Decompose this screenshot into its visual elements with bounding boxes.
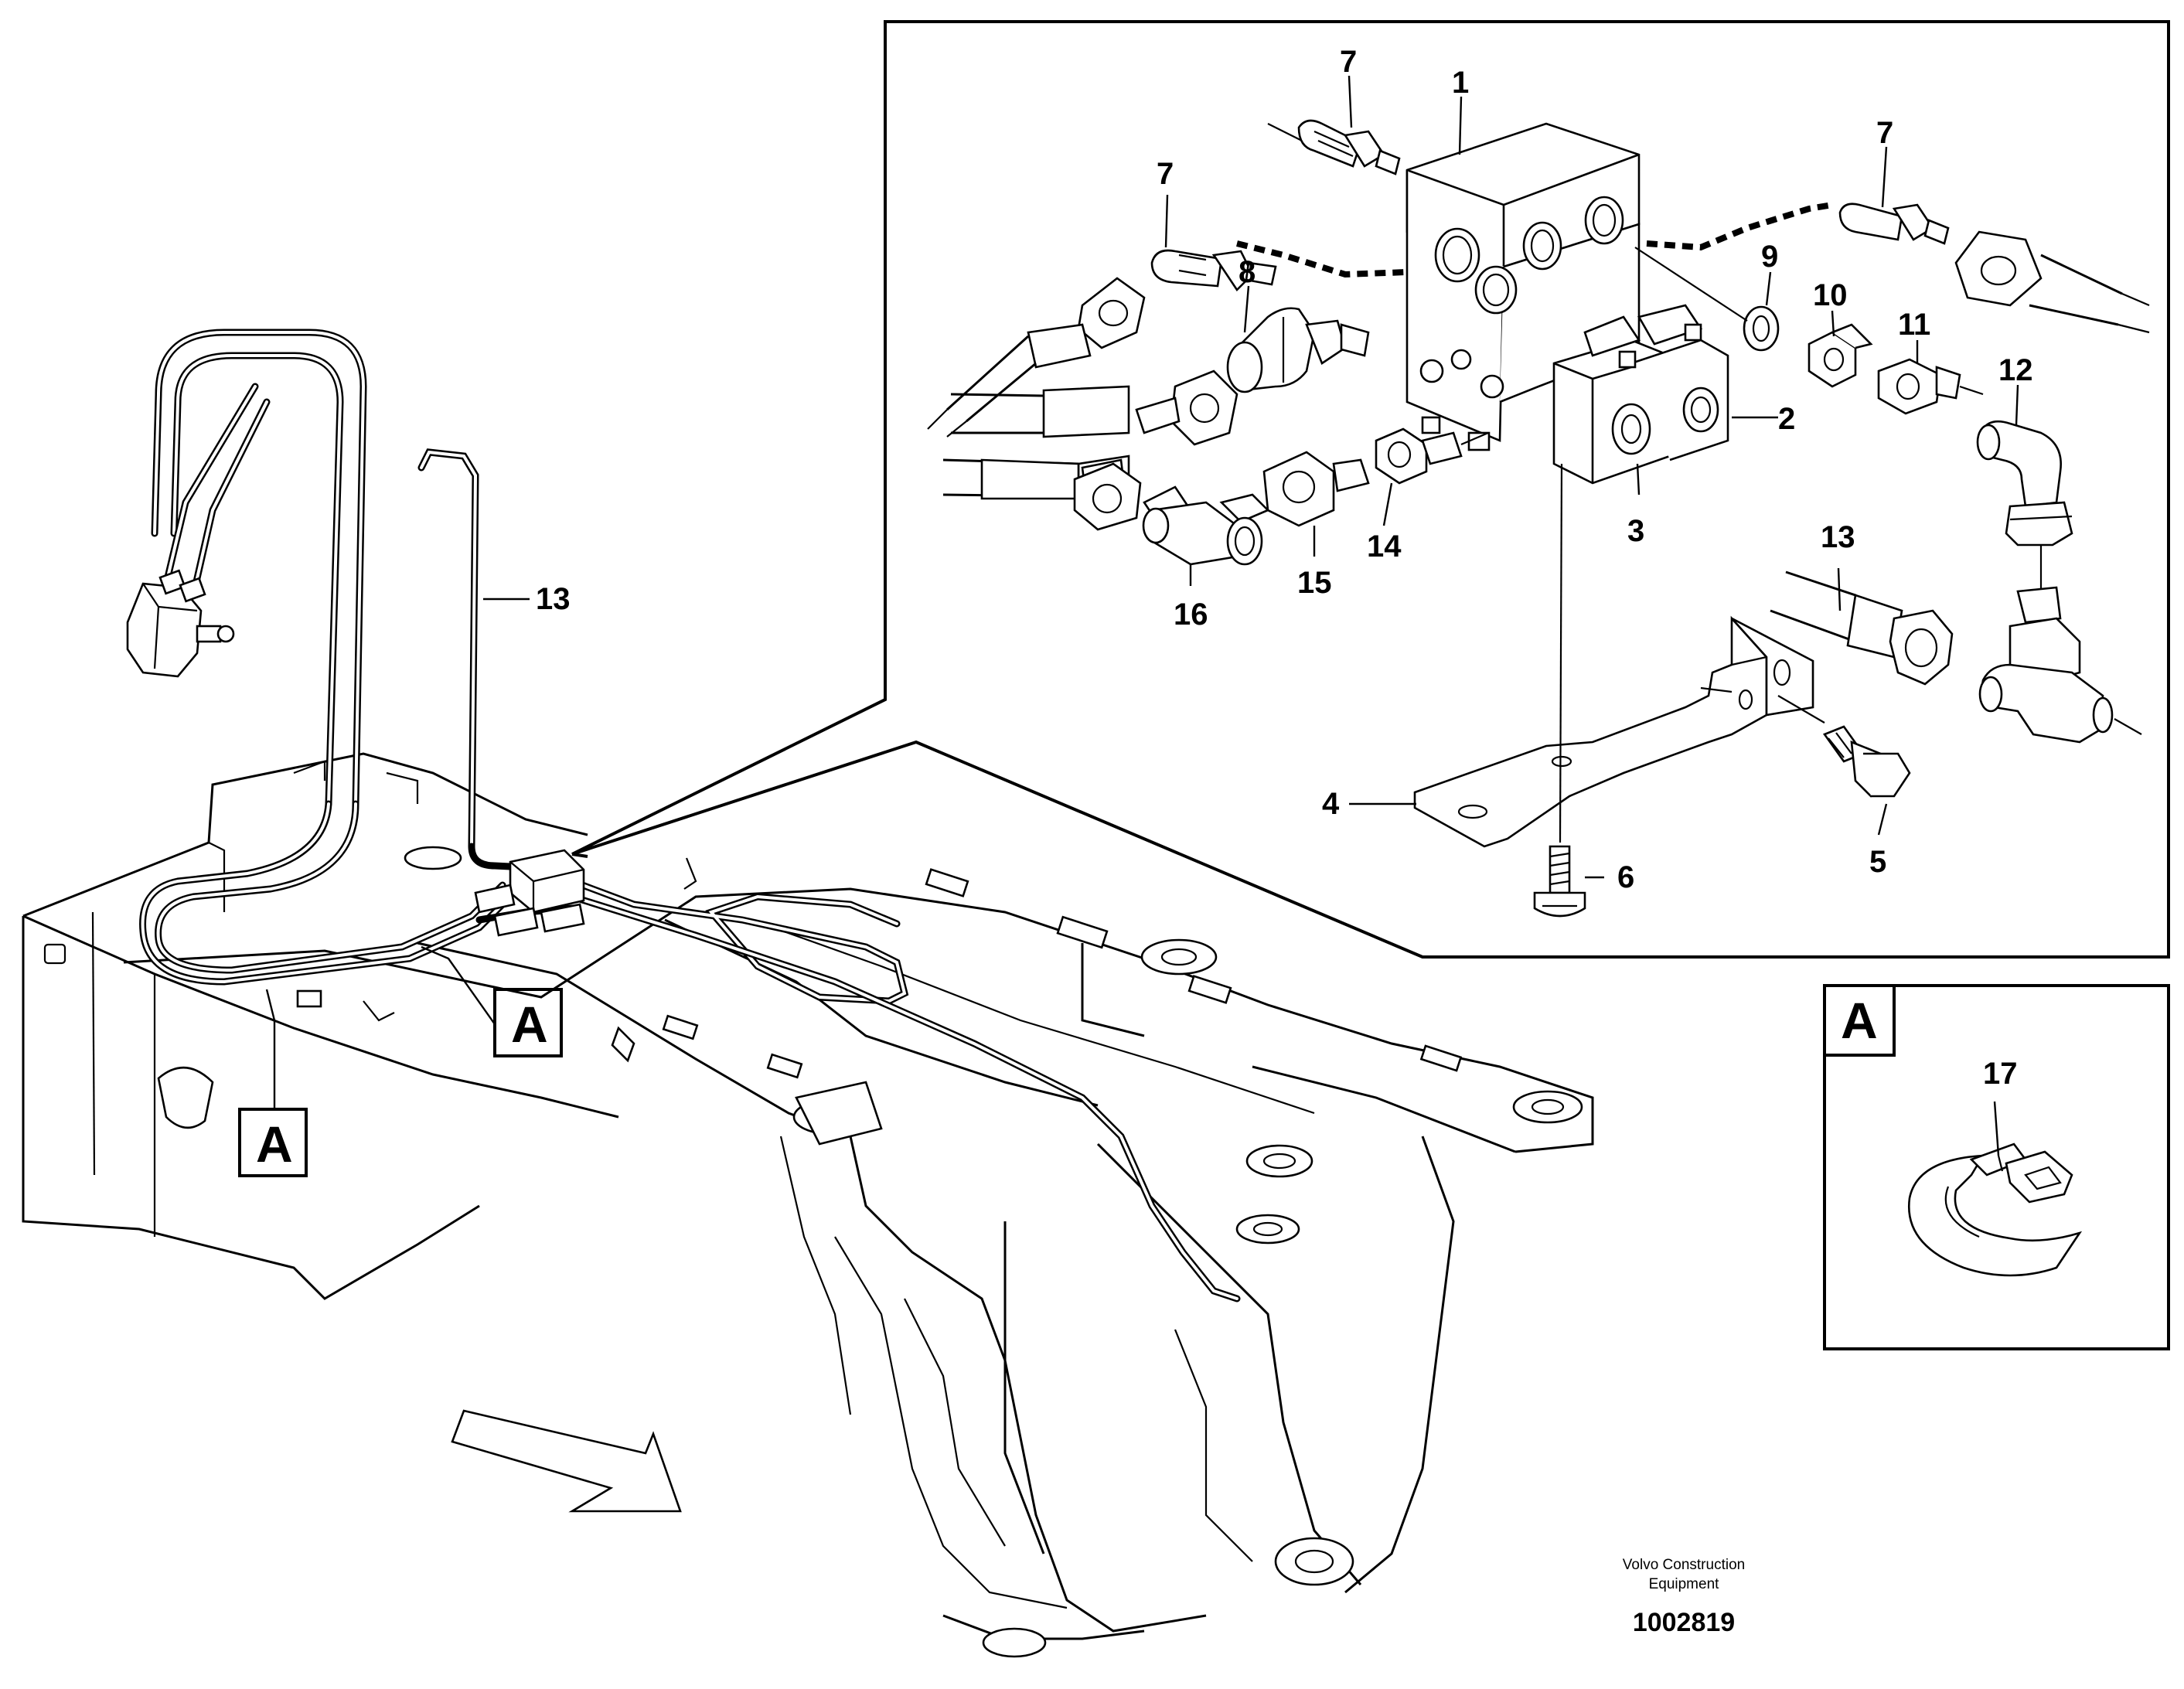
hose-clamp-icon [1907, 1142, 2083, 1277]
callout-6: 6 [1617, 860, 1634, 894]
callout-17: 17 [1983, 1057, 2018, 1091]
view-marker-a2-box [238, 1108, 308, 1177]
detail-a-frame [1823, 984, 2170, 1350]
callout-15: 15 [1297, 566, 1332, 600]
callout-12: 12 [1998, 353, 2033, 387]
view-marker-a1-leader [421, 945, 496, 1025]
chassis-frame [22, 752, 1594, 1658]
detail-pointer [571, 853, 588, 858]
bolt-6 [1533, 463, 1586, 918]
callout-labels: 1 7 7 7 8 9 10 11 12 2 3 13 14 15 16 4 5… [536, 45, 2033, 1091]
drawing-number: 1002819 [1633, 1608, 1735, 1637]
fitting-16 [1073, 462, 1270, 566]
fitting-14 [1375, 427, 1489, 485]
callout-7-right: 7 [1876, 116, 1893, 150]
callout-2: 2 [1778, 402, 1795, 436]
fitting-7-right [1646, 202, 1950, 251]
callout-4: 4 [1322, 787, 1340, 821]
company-line-1: Volvo Construction [1623, 1557, 1745, 1573]
callout-11: 11 [1898, 308, 1930, 342]
callout-14: 14 [1367, 530, 1402, 564]
callout-5: 5 [1869, 845, 1886, 879]
detail-a-label: A [1841, 992, 1878, 1049]
callout-13-main: 13 [536, 582, 571, 616]
hose-left [927, 277, 1146, 438]
detail-a-label-box [1823, 984, 1896, 1057]
washer-9 [1634, 247, 1780, 352]
pressure-sensor [126, 569, 235, 678]
callout-9: 9 [1761, 240, 1778, 274]
bracket-4 [1413, 615, 1825, 848]
fitting-7-left [1150, 240, 1408, 292]
callout-8: 8 [1239, 255, 1256, 289]
callout-7-top: 7 [1340, 45, 1357, 79]
view-marker-a2: A [256, 1115, 293, 1173]
valve-block-icon [1405, 122, 1729, 485]
callout-3: 3 [1627, 514, 1644, 548]
callout-1: 1 [1452, 66, 1469, 100]
fitting-15 [1262, 451, 1370, 527]
callout-16: 16 [1174, 598, 1208, 632]
fitting-11 [1877, 358, 1984, 415]
view-marker-a2-leader [265, 989, 276, 1109]
callout-leaders [483, 75, 2019, 1156]
fitting-7-top [1267, 119, 1401, 175]
fitting-10 [1808, 323, 1873, 388]
view-marker-a1: A [511, 996, 548, 1053]
direction-arrow-icon [451, 1409, 682, 1513]
callout-10: 10 [1813, 278, 1848, 312]
detail-frame [571, 20, 2170, 959]
hose-bundle [139, 329, 1241, 1303]
callout-13-detail: 13 [1821, 520, 1855, 554]
bolt-5 [1822, 725, 1911, 798]
company-line-2: Equipment [1649, 1576, 1720, 1592]
hose-right [1954, 230, 2150, 334]
hose-13-detail [1770, 570, 2142, 744]
valve-block-on-frame [474, 849, 585, 937]
callout-7-left: 7 [1157, 157, 1174, 191]
fitting-8 [1226, 307, 1370, 393]
fitting-12-elbow [1976, 420, 2073, 591]
